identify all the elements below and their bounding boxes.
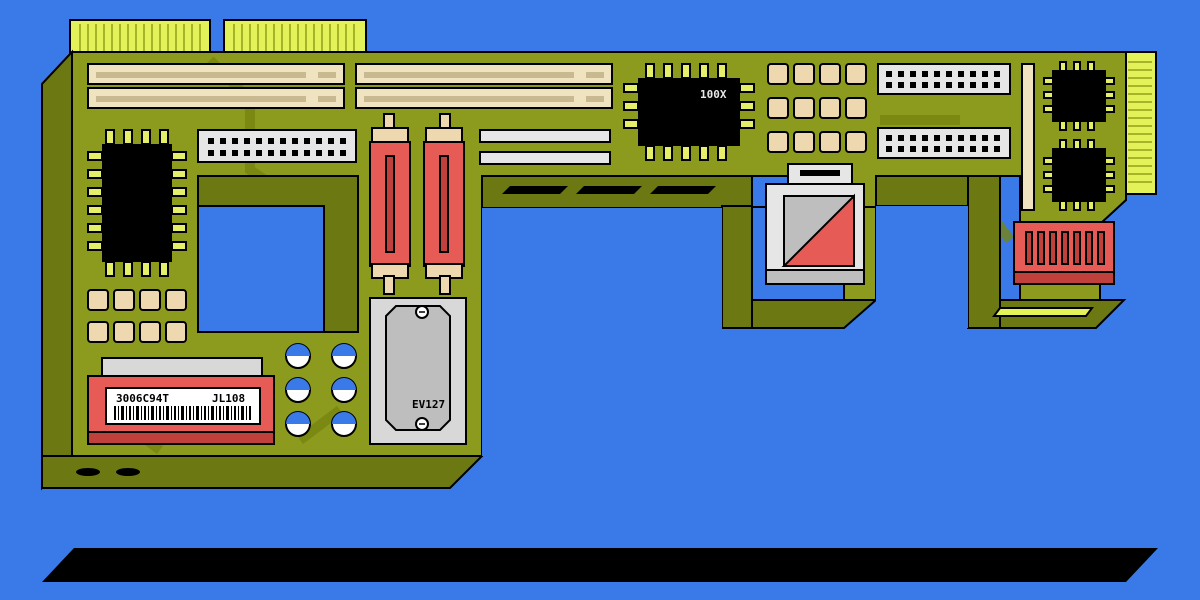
shadow-bar: [42, 548, 1158, 582]
main-chip-label: 100X: [700, 88, 727, 101]
chip-main: 100X: [623, 63, 755, 161]
vertical-connector: [1021, 63, 1035, 211]
fuse-1: [369, 113, 411, 295]
board-edge-left: [41, 49, 73, 491]
chip-right-top: [1043, 61, 1115, 131]
chip-left: [87, 129, 187, 277]
bar-slot-holes: [502, 186, 716, 194]
led: [331, 377, 357, 403]
cutout-fill-a: [482, 208, 720, 456]
barcode-bars: [114, 406, 251, 420]
white-rails: [479, 129, 611, 165]
led: [285, 377, 311, 403]
edge-connector-top-middle: [223, 19, 367, 57]
regulator: EV127: [369, 297, 467, 445]
dip-switch: [1013, 221, 1115, 285]
led: [285, 411, 311, 437]
right-edge-slot: [992, 307, 1094, 317]
led: [285, 343, 311, 369]
capacitor-grid-right: [767, 63, 867, 153]
pin-header-left: [197, 129, 357, 163]
edge-connector-right: [1123, 51, 1157, 195]
expansion-slot-2: [355, 63, 613, 109]
sticker-id: JL108: [212, 392, 245, 405]
barcode-module: 3006C94T JL108: [87, 357, 275, 445]
regulator-label: EV127: [412, 398, 445, 411]
led-group: [285, 343, 357, 437]
led: [331, 343, 357, 369]
edge-connector-top-left: [69, 19, 211, 57]
sticker-code: 3006C94T: [116, 392, 169, 405]
pin-header-right-bottom: [877, 127, 1011, 159]
edge-holes: [76, 468, 140, 476]
capacitor-grid-left: [87, 289, 187, 343]
fuse-2: [423, 113, 465, 295]
led: [331, 411, 357, 437]
socket-module: [765, 163, 865, 285]
expansion-slot-1: [87, 63, 345, 109]
chip-right-bottom: [1043, 139, 1115, 211]
pin-header-right-top: [877, 63, 1011, 95]
board-window: [197, 175, 359, 333]
board-edge-bottom: [41, 455, 485, 489]
